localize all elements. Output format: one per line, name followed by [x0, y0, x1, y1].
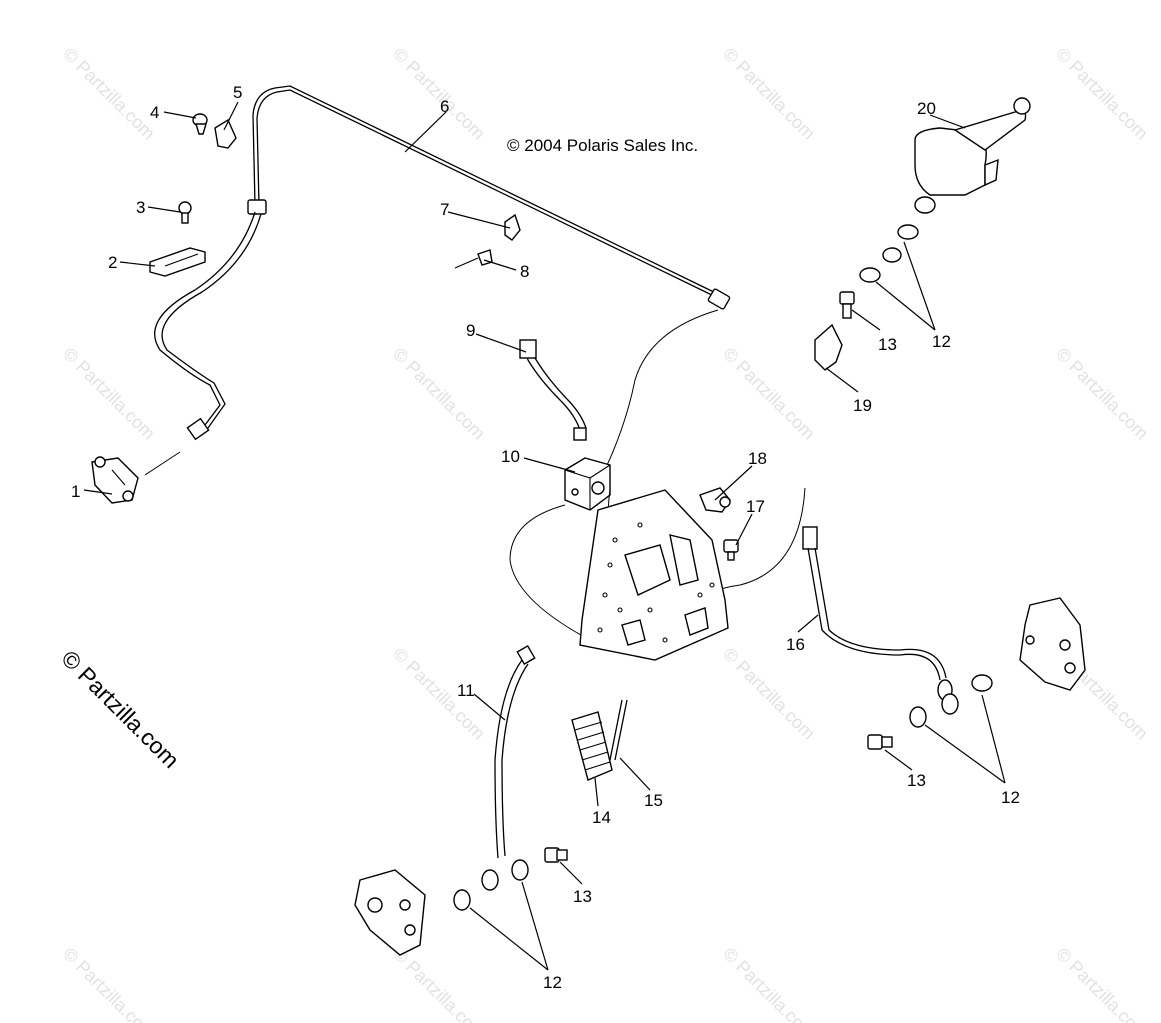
part-11-hose — [481, 644, 536, 891]
callout-16: 16 — [786, 635, 805, 654]
plate-holes — [597, 522, 715, 643]
part-17-bolt — [723, 539, 739, 561]
part-9-hose — [519, 339, 587, 441]
left-brake-caliper — [354, 869, 426, 956]
part-15-pin — [609, 699, 628, 761]
watermark: © Partzilla.com — [1052, 344, 1152, 444]
watermark: © Partzilla.com — [59, 944, 159, 1023]
watermark: © Partzilla.com — [59, 44, 159, 144]
callout-3: 3 — [136, 198, 145, 217]
callout-2: 2 — [108, 253, 117, 272]
copyright-notice: © 2004 Polaris Sales Inc. — [507, 136, 698, 155]
part-3-screw — [178, 201, 192, 224]
callout-13-right: 13 — [907, 771, 926, 790]
watermark: © Partzilla.com — [719, 344, 819, 444]
part-10-junction-block — [564, 457, 611, 511]
part-7-clip — [504, 213, 521, 241]
watermark: © Partzilla.com — [719, 944, 819, 1023]
callout-labels: 1 2 3 4 5 6 7 8 9 10 11 12 12 12 13 13 1… — [71, 83, 1020, 992]
watermark: © Partzilla.com — [389, 944, 489, 1023]
callout-13-lower: 13 — [573, 887, 592, 906]
part-13-bolt-right — [867, 734, 893, 750]
right-brake-caliper — [1019, 597, 1086, 691]
part-13-bolt-upper — [839, 291, 855, 319]
callout-18: 18 — [748, 449, 767, 468]
part-2-clamp — [149, 247, 206, 277]
part-8-rivet — [454, 249, 493, 269]
routing-wire — [509, 504, 591, 641]
part-12-washers-right — [909, 674, 993, 728]
mounting-plate — [579, 489, 729, 661]
part-16-hose — [802, 526, 953, 701]
callout-12-upper: 12 — [932, 332, 951, 351]
callout-13-upper: 13 — [878, 335, 897, 354]
callout-19: 19 — [853, 396, 872, 415]
part-12-washers-lower — [453, 859, 529, 911]
callout-4: 4 — [150, 103, 159, 122]
callout-12-right: 12 — [1001, 788, 1020, 807]
callout-7: 7 — [440, 200, 449, 219]
part-1-tee-fitting — [91, 456, 139, 504]
watermark: © Partzilla.com — [389, 44, 489, 144]
callout-14: 14 — [592, 808, 611, 827]
part-6-brake-line — [247, 85, 731, 481]
watermark: © Partzilla.com — [719, 44, 819, 144]
callout-17: 17 — [746, 497, 765, 516]
part-20-master-cylinder — [914, 97, 1031, 214]
watermark: © Partzilla.com — [1052, 44, 1152, 144]
watermark: © Partzilla.com — [59, 344, 159, 444]
left-brake-hose — [144, 211, 262, 476]
callout-20: 20 — [917, 99, 936, 118]
leader-lines — [83, 101, 1006, 971]
part-14-spring — [571, 711, 613, 781]
watermark: © Partzilla.com — [1052, 944, 1152, 1023]
watermark: © Partzilla.com — [389, 344, 489, 444]
part-5-clip — [214, 118, 237, 149]
watermark: © Partzilla.com — [719, 644, 819, 744]
callout-10: 10 — [501, 447, 520, 466]
part-4-fastener — [192, 113, 208, 135]
callout-9: 9 — [466, 321, 475, 340]
side-watermark: © Partzilla.com — [56, 645, 184, 773]
part-13-bolt-lower — [544, 847, 568, 863]
callout-12-lower: 12 — [543, 973, 562, 992]
callout-1: 1 — [71, 482, 80, 501]
part-19-boot — [814, 323, 843, 371]
callout-11: 11 — [457, 681, 475, 700]
callout-6: 6 — [440, 97, 449, 116]
callout-5: 5 — [233, 83, 242, 102]
callout-15: 15 — [644, 791, 663, 810]
part-12-washers-upper — [859, 224, 919, 283]
callout-8: 8 — [520, 262, 529, 281]
